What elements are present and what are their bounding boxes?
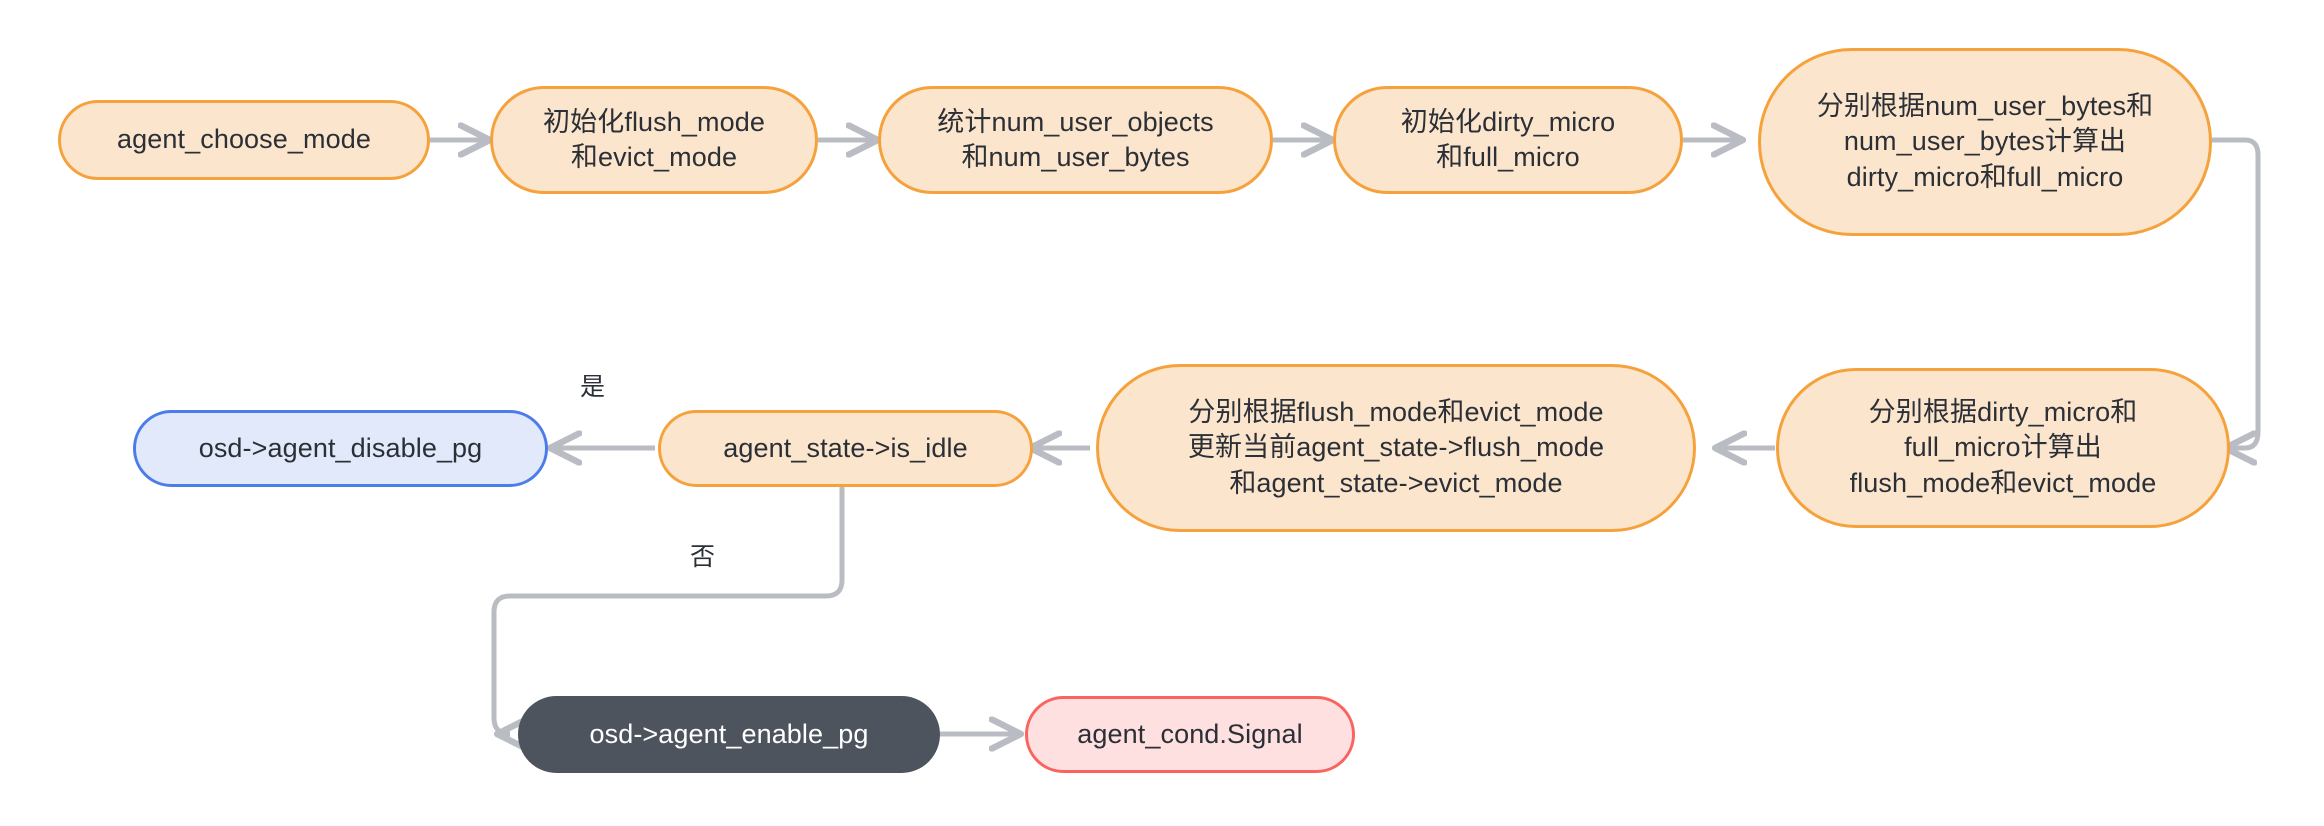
edge-label-yes: 是 xyxy=(580,373,606,401)
edge-label-no: 否 xyxy=(690,543,716,571)
node-calc-dirty-full-micro[interactable]: 分别根据num_user_bytes和 num_user_bytes计算出 di… xyxy=(1758,48,2212,236)
node-count-user-objects-bytes[interactable]: 统计num_user_objects 和num_user_bytes xyxy=(878,86,1273,194)
edge-n5-n6 xyxy=(2212,137,2261,448)
node-osd-agent-enable-pg[interactable]: osd->agent_enable_pg xyxy=(518,696,940,773)
node-update-agent-state-modes[interactable]: 分别根据flush_mode和evict_mode 更新当前agent_stat… xyxy=(1096,364,1696,532)
node-osd-agent-disable-pg[interactable]: osd->agent_disable_pg xyxy=(133,410,548,487)
node-agent-cond-signal[interactable]: agent_cond.Signal xyxy=(1025,696,1355,773)
node-init-flush-evict-mode[interactable]: 初始化flush_mode 和evict_mode xyxy=(490,86,818,194)
node-agent-choose-mode[interactable]: agent_choose_mode xyxy=(58,100,430,180)
node-calc-flush-evict-mode[interactable]: 分别根据dirty_micro和 full_micro计算出 flush_mod… xyxy=(1776,368,2230,528)
node-agent-state-is-idle[interactable]: agent_state->is_idle xyxy=(658,410,1033,487)
node-init-dirty-full-micro[interactable]: 初始化dirty_micro 和full_micro xyxy=(1333,86,1683,194)
